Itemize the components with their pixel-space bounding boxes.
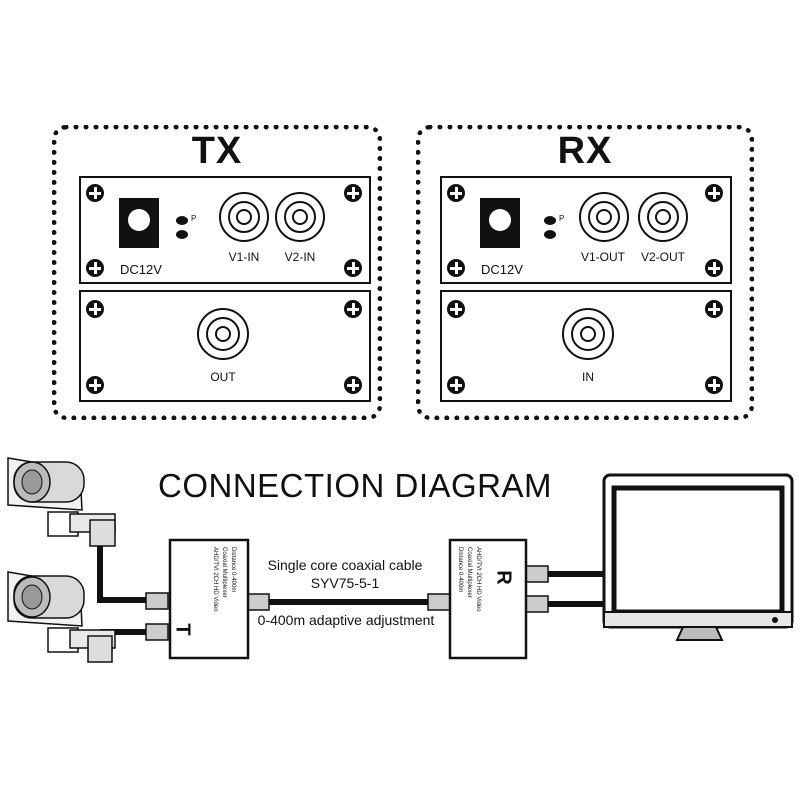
screw-icon	[447, 184, 465, 202]
dc-power-jack-icon	[480, 198, 520, 248]
rx-back-panel: IN	[440, 290, 732, 402]
power-led-icon	[176, 230, 188, 239]
diagram-heading: CONNECTION DIAGRAM	[158, 467, 553, 504]
cctv-camera-icon	[7, 457, 116, 547]
screw-icon	[344, 184, 362, 202]
cable-distance-label: 0-400m adaptive adjustment	[257, 612, 435, 628]
tx-unit-letter: T	[171, 623, 194, 636]
tx-v1-in-label: V1-IN	[228, 250, 260, 264]
power-led-icon	[176, 216, 188, 225]
tx-out-label: OUT	[210, 370, 236, 384]
rx-dc-label: DC12V	[481, 262, 523, 277]
screw-icon	[344, 259, 362, 277]
rx-in-label: IN	[582, 370, 594, 384]
rx-title: RX	[557, 130, 613, 172]
cable-model-label: SYV75-5-1	[310, 575, 380, 591]
tx-unit-text-3: Distance 0-400m	[230, 547, 236, 593]
rx-in-connector-icon	[562, 308, 614, 360]
screw-icon	[705, 300, 723, 318]
tx-power-mark: P	[191, 214, 197, 223]
tx-back-panel: OUT	[79, 290, 371, 402]
tx-v1-in-connector-icon	[219, 192, 269, 242]
screw-icon	[705, 184, 723, 202]
rx-v1-out-connector-icon	[579, 192, 629, 242]
tx-front-panel: DC12V P V1-IN V2-IN	[79, 176, 371, 284]
tx-v2-in-connector-icon	[275, 192, 325, 242]
tx-unit-box	[168, 538, 250, 660]
dc-power-jack-icon	[119, 198, 159, 248]
rx-unit-letter: R	[492, 570, 515, 585]
cable-type-label: Single core coaxial cable	[267, 557, 423, 573]
power-led-icon	[544, 216, 556, 225]
rx-outline	[416, 125, 754, 420]
screw-icon	[705, 259, 723, 277]
tx-v2-in-label: V2-IN	[284, 250, 316, 264]
screw-icon	[447, 300, 465, 318]
tx-title: TX	[191, 130, 243, 172]
screw-icon	[86, 259, 104, 277]
rx-front-panel: DC12V P V1-OUT V2-OUT	[440, 176, 732, 284]
rx-power-mark: P	[559, 214, 565, 223]
monitor-icon	[602, 473, 794, 641]
screw-icon	[86, 300, 104, 318]
tx-dc-label: DC12V	[120, 262, 162, 277]
screw-icon	[447, 259, 465, 277]
screw-icon	[447, 376, 465, 394]
screw-icon	[86, 184, 104, 202]
rx-v2-out-label: V2-OUT	[640, 250, 685, 264]
tx-out-connector-icon	[197, 308, 249, 360]
tx-unit-text-1: AHD/TVI 2CH HD Video	[212, 547, 218, 612]
screw-icon	[344, 376, 362, 394]
rx-unit-text-2: Coaxial Multiplexer	[466, 547, 472, 598]
cctv-camera-icon	[7, 571, 116, 663]
rx-unit-box	[448, 538, 528, 660]
tx-unit-text-2: Coaxial Multiplexer	[221, 547, 227, 598]
tx-outline	[52, 125, 382, 420]
rx-unit-text-1: AHD/TVI 2CH HD Video	[475, 547, 481, 612]
bnc-plug-icon	[145, 592, 270, 641]
rx-v1-out-label: V1-OUT	[580, 250, 625, 264]
rx-v2-out-connector-icon	[638, 192, 688, 242]
screw-icon	[705, 376, 723, 394]
screw-icon	[86, 376, 104, 394]
bnc-plug-icon	[427, 565, 549, 613]
rx-unit-text-3: Distance 0-400m	[457, 547, 463, 593]
screw-icon	[344, 300, 362, 318]
power-led-icon	[544, 230, 556, 239]
